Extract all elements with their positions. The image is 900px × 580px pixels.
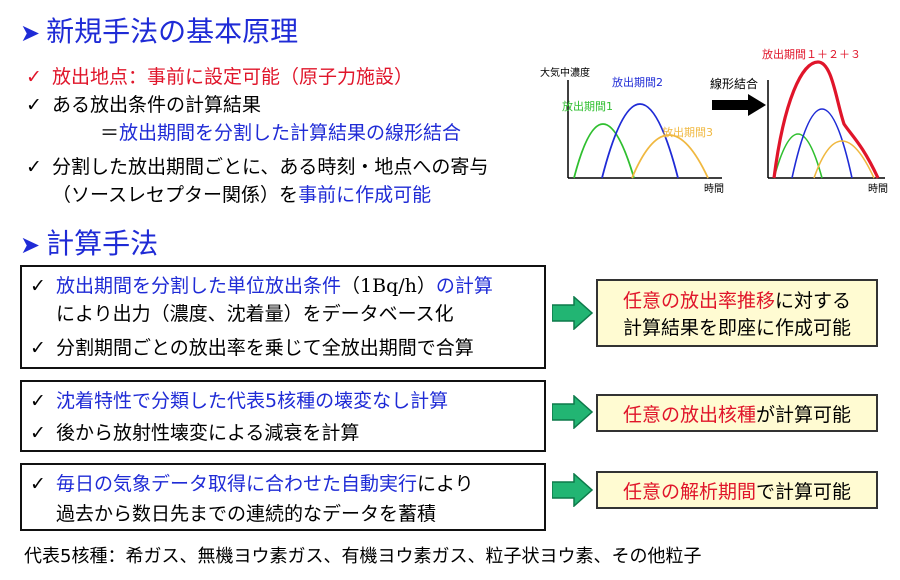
section1-item-2: ✓ある放出条件の計算結果 <box>26 94 262 116</box>
method-box-3-line1: ✓毎日の気象データ取得に合わせた自動実行により <box>30 473 474 495</box>
method-box-1-line3: ✓分割期間ごとの放出率を乗じて全放出期間で合算 <box>30 337 474 359</box>
checkmark-icon: ✓ <box>30 422 46 444</box>
method-box-1-line1: ✓放出期間を分割した単位放出条件（1Bq/h）の計算 <box>30 275 493 297</box>
section1-item-1: ✓放出地点：事前に設定可能（原子力施設） <box>26 66 414 88</box>
arrowhead-bullet-icon: ➤ <box>20 231 41 259</box>
left-plot: 大気中濃度 時間 放出期間1 放出期間2 放出期間3 <box>540 66 724 195</box>
period2-label: 放出期間2 <box>612 75 663 89</box>
period1-label: 放出期間1 <box>562 99 613 113</box>
section1-heading: ➤新規手法の基本原理 <box>20 15 299 48</box>
checkmark-icon: ✓ <box>26 94 42 116</box>
period3-label: 放出期間3 <box>662 125 713 139</box>
result-box-1-line2: 計算結果を即座に作成可能 <box>622 317 851 339</box>
period3-curve <box>631 134 709 179</box>
method-box-3-line2: 過去から数日先までの連続的なデータを蓄積 <box>56 503 437 525</box>
checkmark-icon: ✓ <box>26 66 42 88</box>
period1-curve <box>573 123 635 179</box>
sum-label: 放出期間１＋２＋３ <box>762 47 861 61</box>
sum-period2-curve <box>791 108 853 179</box>
result-box-2: 任意の放出核種が計算可能 <box>596 394 878 432</box>
sum-curve <box>772 60 880 179</box>
y-axis-label: 大気中濃度 <box>540 66 590 79</box>
checkmark-icon: ✓ <box>30 337 46 359</box>
combine-label: 線形結合 <box>710 76 758 91</box>
method-box-3: ✓毎日の気象データ取得に合わせた自動実行により 過去から数日先までの連続的なデー… <box>20 463 546 531</box>
method-box-2-line1: ✓沈着特性で分類した代表5核種の壊変なし計算 <box>30 390 449 412</box>
combine-arrow: 線形結合 <box>710 76 766 116</box>
checkmark-icon: ✓ <box>30 473 46 495</box>
green-arrow-icon <box>552 296 594 330</box>
release-period-diagram: 大気中濃度 時間 放出期間1 放出期間2 放出期間3 線形結合 放出期間１＋２＋… <box>540 47 888 195</box>
result-box-1-line1: 任意の放出率推移に対する <box>622 290 852 312</box>
section1-item-3-line2: （ソースレセプター関係）を事前に作成可能 <box>52 184 432 206</box>
result-box-1: 任意の放出率推移に対する 計算結果を即座に作成可能 <box>596 279 878 347</box>
checkmark-icon: ✓ <box>30 275 46 297</box>
left-x-axis-label: 時間 <box>704 183 724 195</box>
checkmark-icon: ✓ <box>30 390 46 412</box>
method-box-2: ✓沈着特性で分類した代表5核種の壊変なし計算 ✓後から放射性壊変による減衰を計算 <box>20 380 546 452</box>
method-box-1-line2: により出力（濃度、沈着量）をデータベース化 <box>56 303 454 325</box>
arrowhead-bullet-icon: ➤ <box>20 19 41 47</box>
section1-item-2-equation: ＝放出期間を分割した計算結果の線形結合 <box>100 122 462 144</box>
period2-curve <box>601 103 679 179</box>
sum-period1-curve <box>773 133 823 179</box>
green-arrow-icon <box>552 395 594 429</box>
right-plot: 放出期間１＋２＋３ 時間 <box>762 47 888 195</box>
green-arrow-icon <box>552 473 594 507</box>
sum-period3-curve <box>813 140 875 179</box>
section1-item-3: ✓分割した放出期間ごとに、ある時刻・地点への寄与 <box>26 156 489 178</box>
result-box-3: 任意の解析期間で計算可能 <box>596 471 878 509</box>
footer-note: 代表5核種：希ガス、無機ヨウ素ガス、有機ヨウ素ガス、粒子状ヨウ素、その他粒子 <box>24 546 702 567</box>
right-x-axis-label: 時間 <box>868 183 888 195</box>
method-box-1: ✓放出期間を分割した単位放出条件（1Bq/h）の計算 により出力（濃度、沈着量）… <box>20 265 546 369</box>
checkmark-icon: ✓ <box>26 156 42 178</box>
section2-heading: ➤計算手法 <box>20 227 159 260</box>
method-box-2-line2: ✓後から放射性壊変による減衰を計算 <box>30 422 360 444</box>
